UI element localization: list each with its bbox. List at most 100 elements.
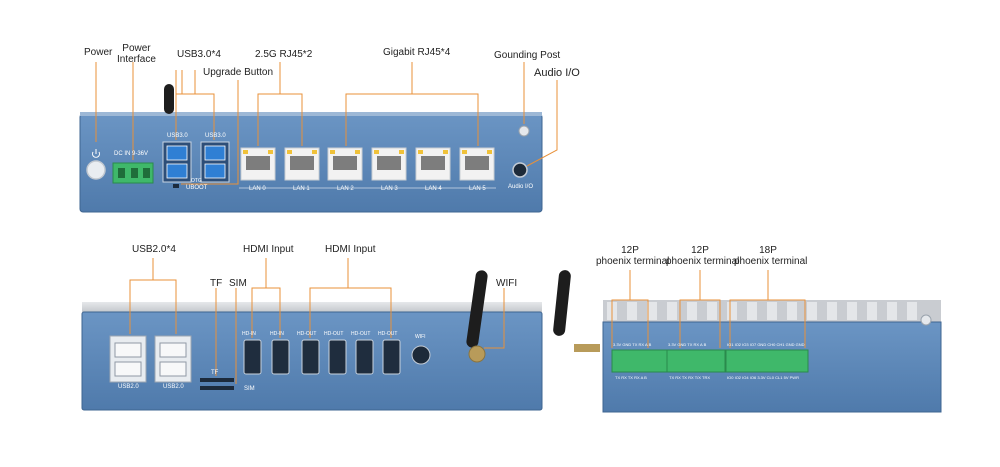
- tf-slot-icon: [200, 378, 234, 382]
- label-hdmi-output: HDMI Input: [325, 244, 376, 255]
- dc-in-label: DC IN 9-36V: [114, 151, 149, 157]
- label-usb30: USB3.0*4: [177, 49, 221, 60]
- pin: TX: [632, 342, 638, 347]
- pin: TX: [615, 375, 621, 380]
- lan1-label: LAN 1: [293, 186, 310, 192]
- pins-bottom-t2: TX RX TX RX T/X TRX: [669, 375, 710, 380]
- pin: TX: [687, 342, 693, 347]
- label-power: Power: [84, 47, 113, 58]
- pins-bottom-t3: IO0 IO2 IO4 IO6 3.3V CL0 CL1 5V PWR: [727, 375, 799, 380]
- pin: CL1: [775, 375, 783, 380]
- pins-top-t1: 3.3V GND TX RX A B: [613, 342, 651, 347]
- label-usb20: USB2.0*4: [132, 244, 176, 255]
- pin: IO2: [734, 342, 742, 347]
- wifi-panel-label: WIFI: [415, 334, 426, 340]
- label-terminal-2-l2: phoenix terminal: [666, 256, 740, 267]
- label-wifi: WIFI: [496, 278, 518, 289]
- hdmi-label-5: HD-OUT: [351, 331, 371, 337]
- pin: IO3: [742, 342, 749, 347]
- pin: GND: [795, 342, 805, 347]
- uboot-label: UBOOT: [186, 185, 208, 191]
- pin: RX: [638, 342, 645, 347]
- pin: CH1: [776, 342, 785, 347]
- audio-jack-icon: [512, 162, 528, 178]
- label-power-interface-l1: Power: [122, 43, 151, 54]
- terminal-18p: [725, 349, 809, 373]
- pins-bottom-t1: TX RX TX RX A B: [615, 375, 647, 380]
- pin: RX: [688, 375, 694, 380]
- label-power-interface: Power Interface: [117, 43, 156, 65]
- pin: GND: [677, 342, 687, 347]
- hdmi-ports: [243, 339, 401, 375]
- label-terminal-1-l2: phoenix terminal: [596, 256, 670, 267]
- lan3-label: LAN 3: [381, 186, 398, 192]
- label-sim: SIM: [229, 278, 247, 289]
- lan4-label: LAN 4: [425, 186, 442, 192]
- usb20-label-a: USB2.0: [118, 384, 139, 390]
- sim-panel-label: SIM: [244, 386, 255, 392]
- hdmi-label-6: HD-OUT: [378, 331, 398, 337]
- pin: RX: [634, 375, 640, 380]
- usb30-stack-a: [162, 141, 192, 183]
- hdmi-label-1: HD-IN: [242, 331, 256, 337]
- antenna-icon: [164, 84, 174, 114]
- audio-panel-label: Audio I/O: [508, 184, 534, 190]
- pin: 3.3V: [668, 342, 677, 347]
- pin: TX: [627, 375, 633, 380]
- ground-post-icon: [518, 125, 530, 137]
- pin: CH0: [767, 342, 776, 347]
- pin: 3.3V: [757, 375, 766, 380]
- label-rj45-gbe: Gigabit RJ45*4: [383, 47, 451, 58]
- pin: T/X: [694, 375, 701, 380]
- pin: RX: [675, 375, 681, 380]
- front-leaders: [95, 62, 558, 185]
- pin: PWR: [789, 375, 799, 380]
- usb20-stack-b: [154, 335, 192, 383]
- pin: 3.3V: [613, 342, 622, 347]
- front-panel: [79, 84, 543, 213]
- pin: B: [703, 342, 707, 347]
- lan0-label: LAN 0: [249, 186, 266, 192]
- pin: A: [640, 375, 644, 380]
- label-rj45-25g: 2.5G RJ45*2: [255, 49, 313, 60]
- label-hdmi-input: HDMI Input: [243, 244, 294, 255]
- terminal-12p-b: [666, 349, 726, 373]
- pin: GND: [757, 342, 767, 347]
- pin: B: [648, 342, 652, 347]
- pin: IO1: [727, 342, 734, 347]
- pins-top-t2: 3.3V GND TX RX A B: [668, 342, 706, 347]
- rear-leaders: [129, 258, 505, 384]
- pin: A: [645, 342, 648, 347]
- label-tf: TF: [210, 278, 223, 289]
- pin: TX: [681, 375, 687, 380]
- pin: RX: [621, 375, 627, 380]
- uboot-button-icon: [173, 184, 179, 188]
- label-terminal-2-l1: 12P: [691, 245, 709, 256]
- pin: CL0: [766, 375, 775, 380]
- terminal-12p-a: [611, 349, 671, 373]
- pin: GND: [622, 342, 632, 347]
- otg-label: OTG: [191, 178, 202, 184]
- label-terminal-1: 12P phoenix terminal: [596, 245, 670, 267]
- hdmi-label-3: HD-OUT: [297, 331, 317, 337]
- wifi-antenna-icon: [466, 270, 488, 363]
- pin: A: [700, 342, 703, 347]
- power-symbol-icon: [92, 149, 100, 158]
- label-power-interface-l2: Interface: [117, 54, 156, 65]
- lan5-label: LAN 5: [469, 186, 486, 192]
- power-button-icon: [86, 160, 106, 180]
- pin: TX: [669, 375, 675, 380]
- hdmi-label-4: HD-OUT: [324, 331, 344, 337]
- label-terminal-2: 12P phoenix terminal: [666, 245, 740, 267]
- pin: RX: [693, 342, 700, 347]
- pin: IO4: [742, 375, 749, 380]
- pin: GND: [785, 342, 795, 347]
- tf-panel-label: TF: [211, 370, 219, 376]
- usb30-stack-b: [200, 141, 230, 183]
- label-audio-io: Audio I/O: [534, 67, 580, 79]
- usb30-label-b: USB3.0: [205, 133, 226, 139]
- pin: 5V: [783, 375, 789, 380]
- label-terminal-3-l2: phoenix terminal: [734, 256, 808, 267]
- usb20-stack-a: [109, 335, 147, 383]
